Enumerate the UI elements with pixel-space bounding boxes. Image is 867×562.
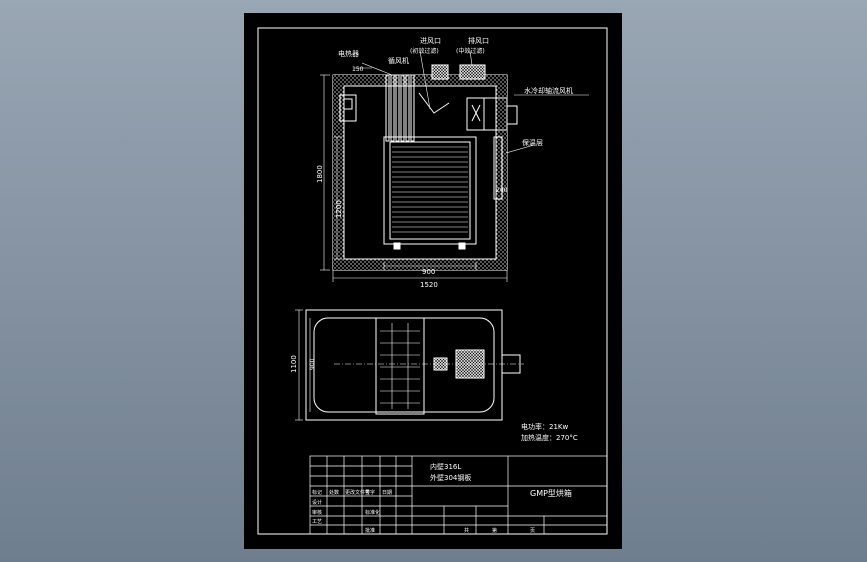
label-electric-box: 电热器	[338, 49, 359, 58]
tb-cell: 页	[530, 528, 535, 534]
outlet-filter-box	[459, 64, 486, 80]
title-block	[309, 455, 608, 535]
label-outlet-note: (中效过滤)	[456, 47, 485, 55]
label-insulation: 保温层	[522, 138, 543, 147]
front-view	[320, 50, 589, 282]
note-power: 电功率：21Kw	[521, 422, 568, 431]
tray-slats	[392, 146, 468, 233]
dim-plan-depth-inner: 900	[309, 358, 316, 370]
oven-outer-shell	[332, 74, 508, 271]
dim-height-total: 1800	[316, 165, 324, 183]
tb-cell: 标准化	[365, 509, 380, 516]
note-temperature: 加热温度：270°C	[521, 433, 578, 442]
label-inlet: 进风口	[420, 37, 441, 45]
insulation-layer	[333, 75, 507, 270]
label-inlet-note: (初效过滤)	[410, 47, 439, 55]
drawing-sheet: 电热器 循风机 进风口 (初效过滤) 排风口 (中效过滤) 水冷却轴流风机 保温…	[244, 13, 622, 549]
wheel-left	[393, 242, 401, 250]
inlet-filter-box	[431, 64, 449, 80]
fan-motor	[506, 105, 518, 125]
tb-drawing-title: GMP型烘箱	[530, 488, 572, 498]
front-dimension-lines	[320, 50, 589, 282]
tray-frame	[389, 141, 471, 240]
dim-width-inner: 900	[422, 268, 435, 276]
tb-cell: 处数	[329, 489, 339, 496]
tb-cell: 设计	[312, 499, 322, 506]
label-outlet: 排风口	[468, 36, 489, 45]
tb-cell: 工艺	[312, 519, 322, 525]
fan-impeller	[471, 104, 481, 122]
tb-cell: 日期	[382, 490, 392, 496]
tb-cell: 批准	[365, 527, 375, 534]
plan-dimension-lines	[295, 309, 311, 421]
wheel-right	[458, 242, 466, 250]
tb-cell: 审核	[312, 509, 322, 516]
plan-view	[295, 309, 524, 421]
control-panel	[339, 94, 357, 122]
control-display	[343, 98, 353, 110]
tb-cell: 共	[464, 527, 469, 534]
tb-cell: 标记	[312, 489, 322, 496]
tb-cell: 签字	[365, 489, 375, 496]
heater-bars	[385, 74, 415, 142]
tb-cell: 第	[492, 527, 497, 534]
oven-drawing: 电热器 循风机 进风口 (初效过滤) 排风口 (中效过滤) 水冷却轴流风机 保温…	[257, 27, 608, 535]
label-fan: 循风机	[388, 56, 409, 65]
shelf-rack	[383, 136, 477, 245]
return-duct	[493, 136, 503, 200]
air-duct	[418, 92, 450, 114]
dim-top-offset: 150	[352, 66, 364, 73]
dim-side-gap: 200	[496, 187, 508, 194]
tb-material-outer: 外壁304钢板	[430, 473, 471, 482]
tb-cell: 更改文件号	[345, 489, 370, 496]
dim-height-inner: 1200	[335, 200, 343, 218]
tb-material-inner: 内壁316L	[430, 462, 461, 471]
dim-width-total: 1520	[420, 281, 438, 289]
oven-inner-chamber	[343, 85, 497, 260]
dim-plan-depth-total: 1100	[290, 355, 298, 373]
plan-tray-slats	[380, 323, 420, 409]
plan-shelf-rack	[375, 317, 425, 415]
label-fan-motor: 水冷却轴流风机	[524, 86, 573, 95]
